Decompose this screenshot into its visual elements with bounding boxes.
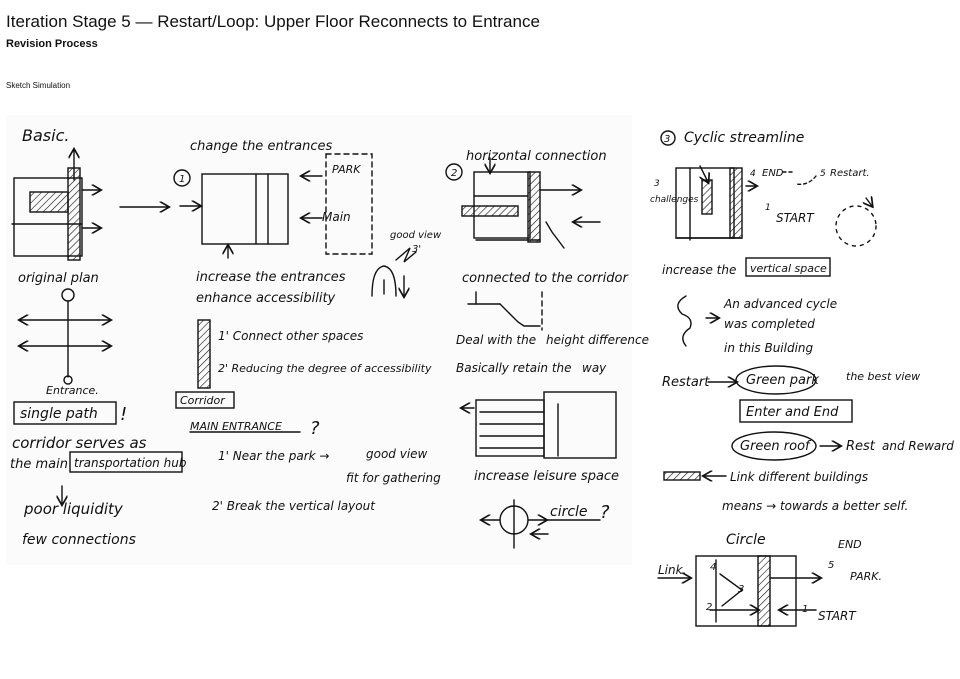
entrances-number: 1 bbox=[179, 174, 185, 185]
change-entrances-heading: change the entrances bbox=[190, 139, 332, 154]
increase-entrances-text: increase the entrances bbox=[196, 270, 346, 285]
transportation-hub-box bbox=[69, 451, 183, 473]
best-view-text: the best view bbox=[846, 370, 920, 383]
height-difference-sketch bbox=[467, 291, 543, 331]
deal-with-text: Deal with the bbox=[456, 333, 536, 347]
park2-label: PARK. bbox=[850, 570, 882, 583]
challenges-label: challenges bbox=[650, 195, 699, 205]
main-entrance-label: MAIN ENTRANCE bbox=[190, 420, 282, 433]
better-self-text: means → towards a better self. bbox=[722, 499, 908, 513]
entrances-plan-drawing bbox=[173, 153, 373, 259]
few-connections-text: few connections bbox=[22, 532, 136, 548]
corridor-box bbox=[175, 391, 235, 409]
horizontal-heading: horizontal connection bbox=[466, 149, 607, 164]
leisure-space-text: increase leisure space bbox=[474, 469, 619, 484]
main-label: Main bbox=[322, 210, 351, 224]
circle-label: circle bbox=[550, 504, 588, 520]
leisure-space-sketch bbox=[462, 391, 617, 459]
cyclic-heading: Cyclic streamline bbox=[684, 130, 804, 146]
enter-end-box bbox=[739, 399, 853, 423]
restart-number: 5 bbox=[820, 169, 826, 179]
page-title: Iteration Stage 5 — Restart/Loop: Upper … bbox=[6, 12, 540, 31]
cyclic-number: 3 bbox=[664, 134, 670, 145]
circle-question: ? bbox=[600, 502, 610, 523]
green-park-text: Green park bbox=[746, 373, 819, 388]
retain-way-text: way bbox=[582, 361, 607, 375]
entrance-label: Entrance. bbox=[46, 384, 99, 397]
circle-heading: Circle bbox=[726, 532, 766, 548]
transportation-hub-text: transportation hub bbox=[74, 456, 187, 470]
good-view-sketch bbox=[371, 247, 417, 296]
this-building-text: in this Building bbox=[724, 341, 814, 355]
corridor-hatch bbox=[197, 319, 211, 389]
restart-label: Restart. bbox=[830, 168, 870, 179]
end-label: END bbox=[762, 168, 784, 179]
circle-plan-drawing bbox=[657, 555, 820, 627]
circle-num-1: 1 bbox=[802, 604, 808, 615]
retain-text: Basically retain the bbox=[456, 361, 572, 375]
main-entrance-question: ? bbox=[310, 418, 320, 439]
page-subtitle: Revision Process bbox=[6, 38, 98, 50]
circle-num-2: 2 bbox=[706, 602, 712, 613]
fit-gathering-text: fit for gathering bbox=[346, 471, 441, 485]
near-park-text: 1' Near the park → bbox=[218, 449, 329, 463]
rest-text: Rest bbox=[846, 439, 876, 454]
corridor-serves-text: corridor serves as bbox=[12, 434, 147, 452]
challenges-number: 3 bbox=[654, 179, 660, 189]
restart-word: Restart bbox=[662, 375, 710, 390]
end2-label: END bbox=[838, 538, 862, 551]
link-hatch bbox=[663, 471, 701, 481]
spiral-icon bbox=[677, 295, 692, 347]
end-number: 4 bbox=[750, 169, 756, 179]
enter-end-text: Enter and End bbox=[746, 405, 839, 420]
start-number: 1 bbox=[765, 203, 771, 213]
advanced-cycle-text: An advanced cycle bbox=[723, 297, 837, 311]
single-path-box bbox=[13, 401, 117, 425]
reducing-accessibility-text: 2' Reducing the degree of accessibility bbox=[218, 362, 432, 375]
link-label: Link. bbox=[658, 563, 686, 577]
basic-plan-drawing bbox=[11, 150, 168, 261]
basic-heading: Basic. bbox=[22, 126, 69, 145]
circle-num-4: 4 bbox=[710, 562, 716, 573]
green-roof-text: Green roof bbox=[740, 439, 812, 454]
green-park-ellipse bbox=[735, 365, 817, 395]
enhance-accessibility-text: enhance accessibility bbox=[196, 291, 336, 306]
corridor-label: Corridor bbox=[180, 394, 226, 407]
vertical-space-box bbox=[745, 257, 831, 277]
single-path-label: single path bbox=[20, 406, 98, 422]
circle-flow-icon bbox=[482, 499, 548, 549]
was-completed-text: was completed bbox=[724, 317, 815, 331]
original-plan-label: original plan bbox=[18, 271, 99, 286]
reward-text: and Reward bbox=[882, 439, 954, 453]
connect-spaces-text: 1' Connect other spaces bbox=[218, 329, 363, 343]
good-view-label: good view bbox=[390, 230, 442, 241]
single-path-exclaim: ! bbox=[120, 404, 127, 425]
circle-num-3: 3 bbox=[738, 584, 744, 595]
sketch-note: Sketch Simulation bbox=[6, 81, 71, 90]
poor-liquidity-text: poor liquidity bbox=[23, 500, 124, 518]
horizontal-number: 2 bbox=[451, 168, 457, 179]
good-view-text: good view bbox=[366, 447, 428, 461]
good-view-number: 3' bbox=[412, 244, 421, 255]
park-label: PARK bbox=[332, 163, 361, 176]
horizontal-section-drawing bbox=[445, 157, 601, 249]
height-difference-text: height difference bbox=[546, 333, 649, 347]
increase-vertical-text: increase the bbox=[662, 263, 736, 277]
link-buildings-text: Link different buildings bbox=[730, 470, 868, 484]
cyclic-plan-drawing bbox=[660, 130, 877, 247]
corridor-main-text: the main bbox=[10, 457, 68, 472]
entrance-path-diagram bbox=[20, 288, 110, 385]
break-vertical-text: 2' Break the vertical layout bbox=[212, 499, 376, 513]
green-roof-ellipse bbox=[731, 431, 817, 461]
vertical-space-text: vertical space bbox=[750, 262, 827, 275]
start2-label: START bbox=[818, 609, 857, 623]
start-label: START bbox=[776, 211, 815, 225]
circle-num-5: 5 bbox=[828, 560, 834, 571]
connected-corridor-text: connected to the corridor bbox=[462, 271, 629, 286]
